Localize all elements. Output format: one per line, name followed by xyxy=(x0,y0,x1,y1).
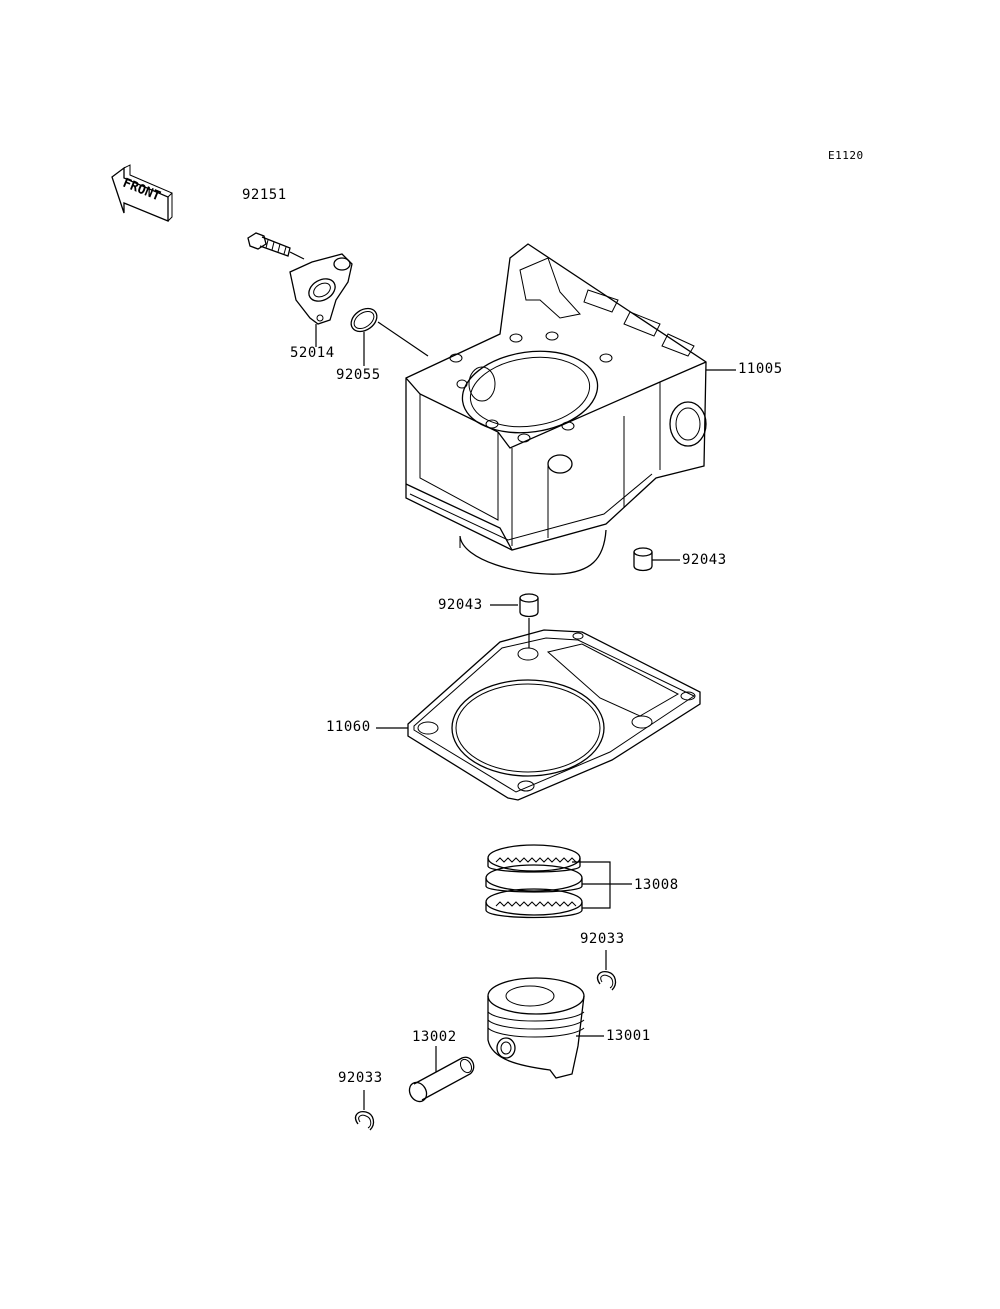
circlip-92033-right[interactable] xyxy=(596,950,617,991)
cylinder-11005[interactable] xyxy=(405,243,736,575)
part-label-92033-left[interactable]: 92033 xyxy=(338,1070,383,1086)
part-label-13008[interactable]: 13008 xyxy=(634,877,679,893)
dowel-pin-92043-lower[interactable] xyxy=(490,593,539,648)
part-label-11005[interactable]: 11005 xyxy=(738,361,783,377)
part-label-52014[interactable]: 52014 xyxy=(290,345,335,361)
circlip-92033-left[interactable] xyxy=(354,1090,375,1131)
bolt-92151[interactable] xyxy=(247,232,305,260)
diagram-reference-code: E1120 xyxy=(828,149,864,162)
piston-pin-13002[interactable] xyxy=(406,1046,475,1105)
part-label-92033-right[interactable]: 92033 xyxy=(580,931,625,947)
o-ring-92055[interactable] xyxy=(347,304,429,366)
tensioner-52014[interactable] xyxy=(289,253,353,347)
part-label-92151[interactable]: 92151 xyxy=(242,187,287,203)
piston-13001[interactable] xyxy=(487,977,604,1079)
part-label-92043-upper[interactable]: 92043 xyxy=(682,552,727,568)
part-label-92043-lower[interactable]: 92043 xyxy=(438,597,483,613)
part-label-13002[interactable]: 13002 xyxy=(412,1029,457,1045)
gasket-11060[interactable] xyxy=(376,629,701,801)
piston-ring-set-13008[interactable] xyxy=(485,844,632,919)
part-label-11060[interactable]: 11060 xyxy=(326,719,371,735)
part-label-13001[interactable]: 13001 xyxy=(606,1028,651,1044)
part-label-92055[interactable]: 92055 xyxy=(336,367,381,383)
dowel-pin-92043-upper[interactable] xyxy=(633,547,680,572)
front-arrow-icon: FRONT xyxy=(111,164,173,222)
